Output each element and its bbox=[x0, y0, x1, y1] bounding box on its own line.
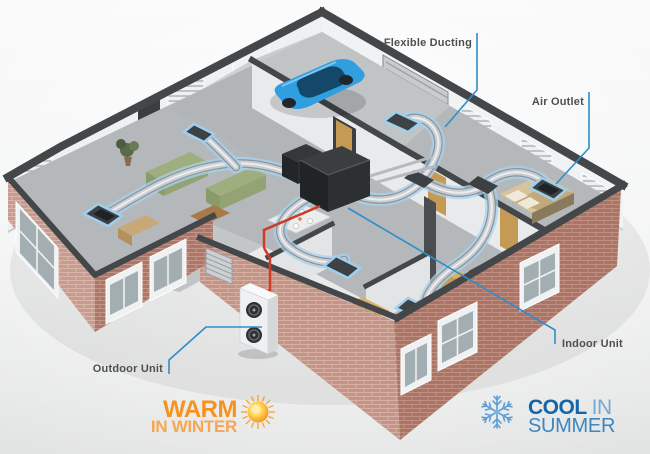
warm-rest: IN WINTER bbox=[151, 417, 237, 436]
duct-front-bedroom bbox=[381, 110, 445, 183]
air-outlet-vent bbox=[181, 122, 217, 144]
indoor-unit bbox=[282, 144, 437, 212]
duct-connector bbox=[404, 170, 434, 188]
callout-air-outlet: Air Outlet bbox=[532, 92, 590, 185]
exterior-brick-walls bbox=[2, 6, 629, 440]
flexible-ducts bbox=[81, 110, 569, 322]
warm-in-winter: WARM IN WINTER bbox=[151, 395, 275, 436]
callout-indoor-unit: Indoor Unit bbox=[347, 207, 623, 350]
air-outlet-leader-line bbox=[555, 92, 590, 185]
bay-room-furniture bbox=[118, 215, 160, 236]
brick-window bbox=[15, 200, 187, 325]
refrigerant-pipe bbox=[369, 164, 437, 186]
refrigerant-pipe-red bbox=[262, 204, 321, 248]
sun-icon bbox=[241, 395, 275, 429]
branding: WARM IN WINTER bbox=[151, 395, 615, 437]
wall-grille bbox=[205, 247, 233, 285]
outdoor-unit-label: Outdoor Unit bbox=[93, 363, 163, 375]
flexible-ducting-label: Flexible Ducting bbox=[384, 37, 472, 49]
flexible-ducting-leader-line bbox=[444, 33, 478, 128]
outdoor-unit bbox=[238, 283, 278, 359]
air-outlet-vent bbox=[381, 110, 423, 134]
callout-flexible-ducting: Flexible Ducting bbox=[384, 33, 478, 128]
cool-rest: SUMMER bbox=[528, 415, 615, 437]
callouts: Flexible Ducting Air Outlet Indoor Unit … bbox=[93, 33, 623, 375]
warm-word: WARM bbox=[163, 396, 237, 423]
air-outlet-vent bbox=[321, 254, 363, 280]
indoor-unit-leader-line bbox=[347, 207, 556, 344]
callout-outdoor-unit: Outdoor Unit bbox=[93, 326, 262, 375]
duct-kitchen bbox=[181, 122, 243, 174]
refrigerant-pipe bbox=[369, 155, 433, 178]
plant bbox=[116, 139, 139, 166]
duct-right-bedroom bbox=[481, 165, 569, 202]
outdoor-unit-leader-line bbox=[168, 326, 262, 374]
duct-connector bbox=[468, 176, 498, 194]
air-outlet-label: Air Outlet bbox=[532, 96, 584, 108]
cool-word: COOL bbox=[528, 396, 587, 419]
indoor-unit-label: Indoor Unit bbox=[562, 338, 623, 350]
brick-window bbox=[400, 243, 560, 396]
car bbox=[270, 59, 366, 118]
snowflake-icon bbox=[481, 395, 513, 429]
duct-dining bbox=[273, 189, 363, 280]
cool-in: IN bbox=[592, 396, 612, 419]
